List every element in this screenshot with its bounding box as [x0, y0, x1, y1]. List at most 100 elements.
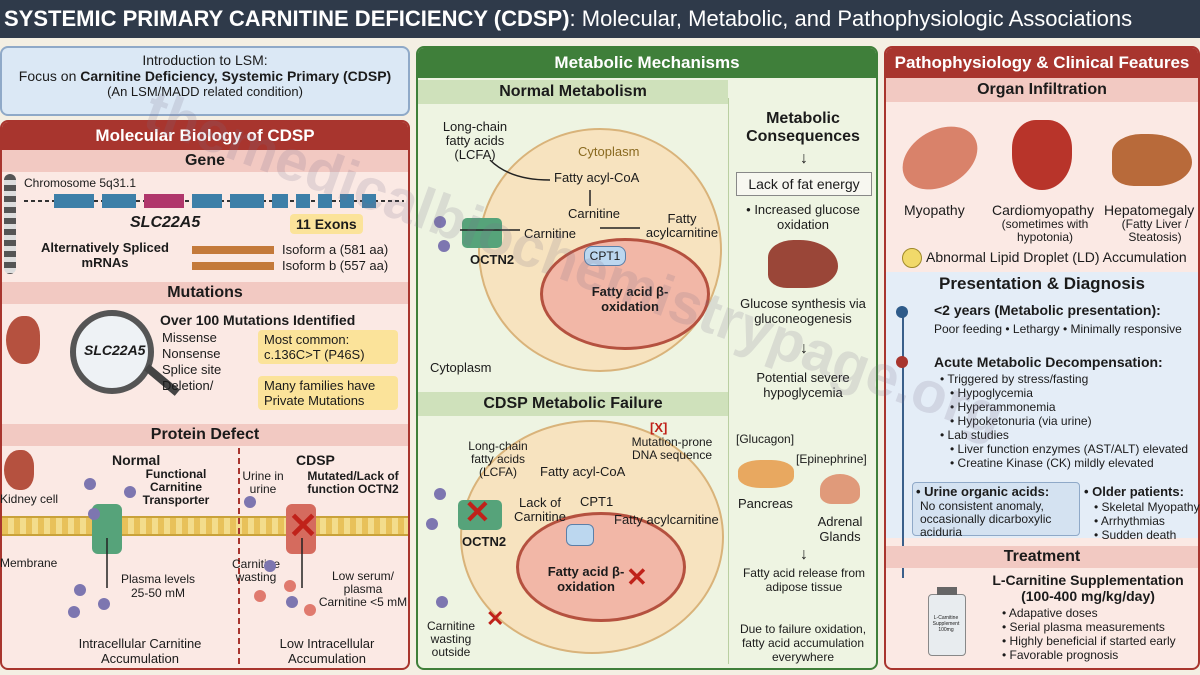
most-common-box: Most common:c.136C>T (P46S)	[258, 330, 398, 364]
plasma-levels-label: Plasma levels 25-50 mM	[120, 572, 196, 600]
acute-item: • Hypoglycemia	[950, 386, 1033, 400]
fatty-acyl-coa-label: Fatty acyl-CoA	[554, 170, 640, 185]
adrenal-icon	[820, 474, 860, 504]
failure-octn2-label: OCTN2	[462, 534, 507, 549]
organ-header: Organ Infiltration	[886, 78, 1198, 102]
failure-cpt1-icon	[566, 524, 594, 546]
acute-items: • Triggered by stress/fasting • Hypoglyc…	[940, 372, 1188, 470]
urine-label: Urine in urine	[242, 469, 284, 496]
acute-item: • Hyperammonemia	[950, 400, 1056, 414]
hepatomegaly-label: Hepatomegaly	[1104, 202, 1195, 218]
cdsp-label: CDSP	[296, 452, 335, 468]
treatment-line1: L-Carnitine Supplementation	[992, 572, 1184, 588]
cytoplasm-label: Cytoplasm	[430, 360, 492, 375]
myopathy-label: Myopathy	[904, 202, 965, 218]
fatty-liver-icon	[1112, 134, 1192, 186]
cardio-sub-label: (sometimes with hypotonia)	[1001, 217, 1089, 244]
title-bold: SYSTEMIC PRIMARY CARNITINE DEFICIENCY (C…	[4, 6, 570, 31]
failure-oxidation-label: Due to failure oxidation, fatty acid acc…	[739, 622, 867, 664]
carnitine-dots	[68, 478, 316, 618]
gene-header: Gene	[2, 150, 408, 172]
timeline-dot	[896, 356, 908, 368]
carnitine-top-label: Carnitine	[568, 206, 621, 221]
liver-icon	[768, 240, 838, 288]
gluconeogenesis-label: Glucose synthesis via gluconeogenesis	[740, 296, 866, 326]
normal-metabolism-header: Normal Metabolism	[418, 80, 728, 104]
kidney-cell-label: Kidney cell	[0, 492, 59, 506]
arrow-icon: ↓	[800, 546, 808, 563]
failure-lcfa-label: Long-chain fatty acids (LCFA)	[468, 439, 528, 479]
metabolic-header: Metabolic Mechanisms	[418, 48, 876, 78]
low-serum-label: Low serum/ plasma Carnitine <5 mM	[318, 569, 408, 609]
functional-transporter-label: Functional Carnitine Transporter	[142, 467, 210, 507]
timeline-line	[902, 312, 904, 578]
mutations-heading: Over 100 Mutations Identified	[160, 312, 356, 328]
intro-line3: (An LSM/MADD related condition)	[107, 84, 303, 99]
octn2-x-icon: ✕	[464, 494, 491, 530]
older-item: • Sudden death	[1094, 528, 1177, 542]
patho-header: Pathophysiology & Clinical Features	[886, 48, 1198, 78]
treatment-item: • Highly beneficial if started early	[1002, 634, 1176, 648]
under2-detail: Poor feeding • Lethargy • Minimally resp…	[934, 322, 1182, 336]
hepato-sub-label: (Fatty Liver / Steatosis)	[1121, 217, 1189, 244]
magnifier-icon	[70, 310, 154, 394]
presentation-header: Presentation & Diagnosis	[939, 274, 1145, 293]
octn2-label: OCTN2	[470, 252, 515, 267]
bottle-label: L-Carnitine Supplement 100mg	[932, 615, 960, 633]
lipid-droplet-icon	[902, 248, 922, 268]
urine-box	[912, 482, 1080, 536]
gene-name: SLC22A5	[130, 214, 201, 231]
epinephrine-label: [Epinephrine]	[796, 452, 867, 466]
molecular-header: Molecular Biology of CDSP	[2, 122, 408, 150]
mutation-type: Deletion/	[162, 378, 214, 393]
page-title: SYSTEMIC PRIMARY CARNITINE DEFICIENCY (C…	[0, 0, 1200, 38]
intro-line2: Focus on Carnitine Deficiency, Systemic …	[18, 68, 392, 84]
failure-dots	[426, 488, 448, 608]
kidney-icon	[6, 316, 40, 364]
cytoplasm-top-label: Cytoplasm	[578, 144, 640, 159]
arrow-icon: ↓	[800, 340, 808, 357]
intro-line1: Introduction to LSM:	[142, 52, 268, 68]
failure-cpt1-label: CPT1	[580, 494, 614, 509]
acute-item: • Lab studies	[940, 428, 1009, 442]
lack-carnitine-label: Lack of Carnitine	[513, 495, 567, 524]
lens-gene-label: SLC22A5	[84, 342, 146, 358]
isoform-b-label: Isoform b (557 aa)	[282, 258, 389, 273]
treatment-line2: (100-400 mg/kg/day)	[1021, 588, 1155, 604]
isoform-a-bar	[192, 246, 274, 254]
consequences-divider	[728, 98, 729, 664]
failure-acylcarnitine-label: Fatty acylcarnitine	[614, 512, 719, 527]
acute-item: • Liver function enzymes (AST/ALT) eleva…	[950, 442, 1189, 456]
timeline-dot	[896, 306, 908, 318]
acute-item: • Creatine Kinase (CK) mildly elevated	[950, 456, 1154, 470]
acute-label: Acute Metabolic Decompensation:	[934, 354, 1163, 370]
membrane-label: Membrane	[0, 556, 58, 570]
mutated-transporter	[286, 504, 316, 554]
hypoglycemia-label: Potential severe hypoglycemia	[756, 370, 850, 400]
fa-release-label: Fatty acid release from adipose tissue	[742, 566, 866, 594]
supplement-bottle-icon: L-Carnitine Supplement 100mg	[928, 587, 966, 656]
adrenal-label: Adrenal Glands	[817, 514, 863, 544]
under2-label: <2 years (Metabolic presentation):	[934, 302, 1161, 318]
mutation-type: Nonsense	[162, 346, 221, 361]
acute-item: • Hypoketonuria (via urine)	[950, 414, 1092, 428]
failure-acyl-coa-label: Fatty acyl-CoA	[540, 464, 626, 479]
cpt1-normal: CPT1	[584, 246, 626, 266]
urine-text: No consistent anomaly, occasionally dica…	[920, 499, 1052, 539]
chromosome-label: Chromosome 5q31.1	[24, 176, 137, 190]
failure-mitochondrion	[516, 512, 686, 622]
older-item: • Skeletal Myopathy	[1094, 500, 1200, 514]
defect-x-icon: ✕	[288, 505, 319, 546]
exon-map	[24, 194, 404, 208]
lipid-label: Abnormal Lipid Droplet (LD) Accumulation	[926, 249, 1187, 265]
failure-header: CDSP Metabolic Failure	[418, 392, 728, 416]
pancreas-icon	[738, 460, 794, 488]
treatment-item: • Adapative doses	[1002, 606, 1098, 620]
failure-wasting-label: Carnitine wasting outside	[426, 619, 476, 659]
intracellular-label: Intracellular Carnitine Accumulation	[78, 636, 202, 666]
wasting-x-icon: ✕	[486, 606, 505, 631]
mutation-type: Splice site	[162, 362, 222, 377]
treatment-items: • Adapative doses • Serial plasma measur…	[1002, 606, 1176, 662]
normal-arrows	[434, 159, 640, 252]
older-header: • Older patients:	[1084, 484, 1184, 499]
